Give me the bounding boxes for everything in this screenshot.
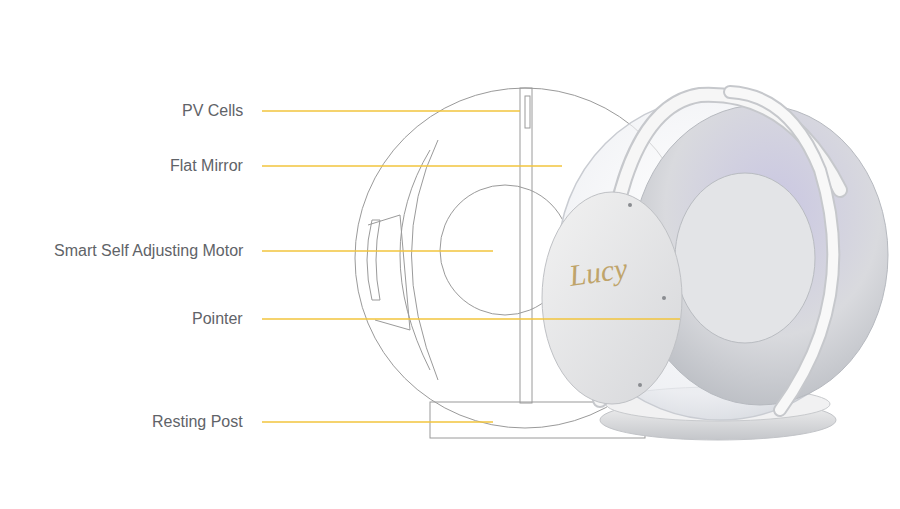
- back-shell: [367, 220, 380, 300]
- mirror-outline: [520, 88, 532, 403]
- leader-line: [262, 318, 680, 320]
- ring-arm: [730, 92, 833, 410]
- part-label: Pointer: [192, 309, 243, 329]
- part-label: Smart Self Adjusting Motor: [54, 241, 243, 261]
- screw: [662, 296, 666, 300]
- back-shell: [412, 140, 439, 380]
- brand-name: Lucy: [567, 251, 629, 293]
- back-shell: [368, 215, 410, 330]
- back-shell: [400, 150, 430, 370]
- rendered-device: [542, 92, 888, 440]
- leader-lines: [262, 111, 680, 422]
- leader-line: [262, 250, 493, 252]
- screw: [628, 203, 632, 207]
- motor-hub: [675, 173, 815, 343]
- part-label: PV Cells: [182, 101, 243, 121]
- leader-line: [262, 421, 493, 423]
- ring-arm: [730, 92, 833, 410]
- motor-cover: [542, 192, 682, 404]
- pv-cells-outline: [525, 96, 530, 128]
- screw: [638, 383, 642, 387]
- leader-line: [262, 165, 562, 167]
- part-label: Flat Mirror: [170, 156, 243, 176]
- leader-line: [262, 110, 520, 112]
- part-label: Resting Post: [152, 412, 243, 432]
